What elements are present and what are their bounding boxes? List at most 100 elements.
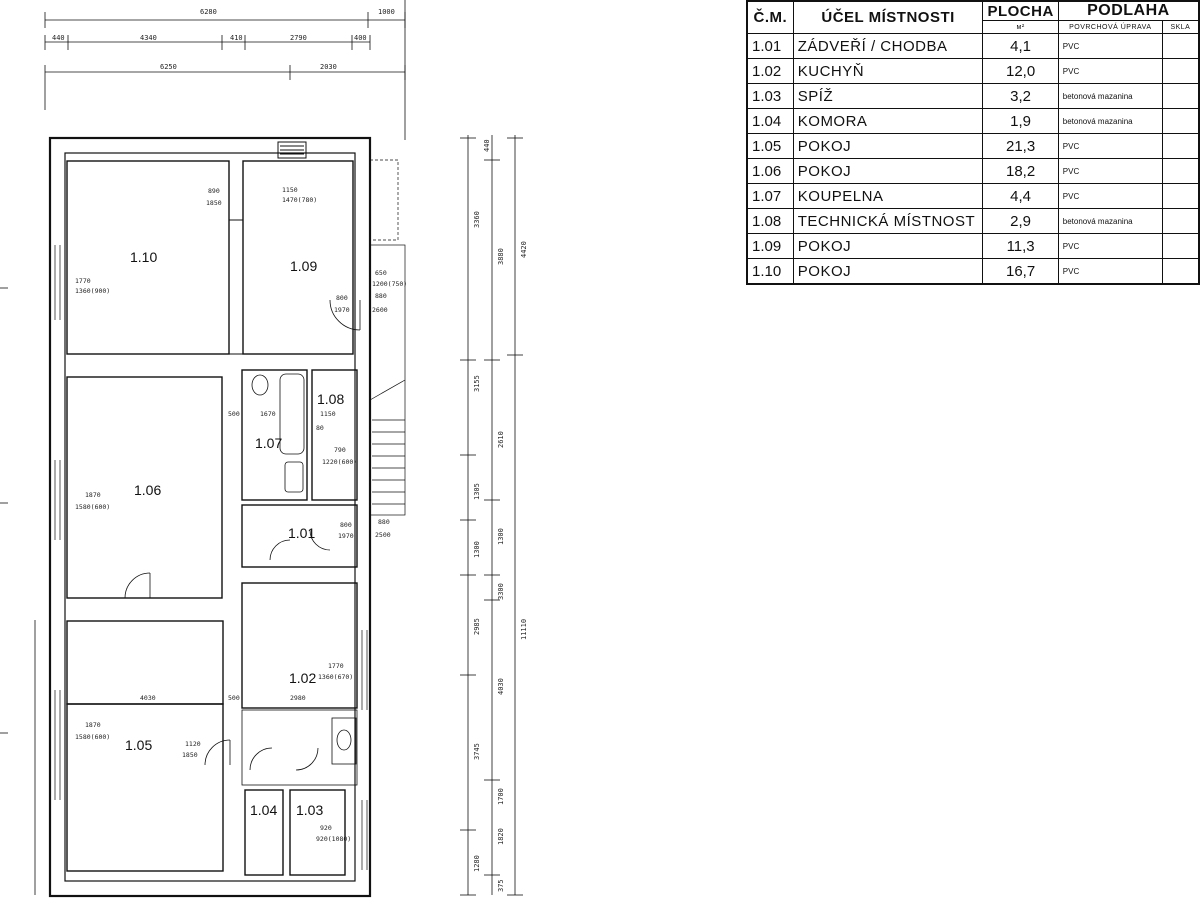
dim-right-inner-4: 1305 — [473, 483, 481, 500]
room-number-cell: 1.03 — [746, 83, 794, 109]
dim-top-2: 1000 — [378, 8, 395, 16]
header-floor-surface: POVRCHOVÁ ÚPRAVA — [1057, 20, 1163, 34]
room-number-cell: 1.02 — [746, 58, 794, 84]
note-106-win-a: 1870 — [85, 491, 101, 499]
room-area-cell: 18,2 — [982, 158, 1059, 184]
dim-mid-5: 400 — [354, 34, 367, 42]
room-composition-cell — [1161, 33, 1200, 59]
room-surface-cell: PVC — [1057, 158, 1163, 184]
room-label-1.09: 1.09 — [290, 258, 317, 274]
chimney-icon — [277, 141, 307, 159]
header-area-unit: м² — [982, 20, 1059, 34]
right-dimension-lines — [460, 135, 523, 896]
interior-walls — [66, 160, 358, 876]
room-name-cell: POKOJ — [792, 258, 984, 285]
dim-right-outer-2: 11110 — [520, 619, 528, 640]
room-area-cell: 4,1 — [982, 33, 1059, 59]
room-name-cell: SPÍŽ — [792, 83, 984, 109]
note-109-win-a: 650 — [375, 269, 387, 277]
note-102-dim-b: 2980 — [290, 694, 306, 702]
room-surface-cell: betonová mazanina — [1057, 208, 1163, 234]
dim-right-mid-1: 3880 — [497, 248, 505, 265]
note-105-win-b: 1580(600) — [75, 733, 110, 741]
room-surface-cell: PVC — [1057, 58, 1163, 84]
room-name-cell: KUCHYŇ — [792, 58, 984, 84]
dim-right-inner-8: 1280 — [473, 855, 481, 872]
room-area-cell: 16,7 — [982, 258, 1059, 285]
note-103-a: 920 — [320, 824, 332, 832]
note-109-win-b: 1200(750) — [372, 280, 407, 288]
left-ticks — [0, 287, 36, 895]
note-101-d-b: 2500 — [375, 531, 391, 539]
room-name-cell: POKOJ — [792, 233, 984, 259]
room-area-cell: 4,4 — [982, 183, 1059, 209]
note-105-dim: 4030 — [140, 694, 156, 702]
note-108-a: 790 — [334, 446, 346, 454]
room-number-cell: 1.08 — [746, 208, 794, 234]
room-composition-cell — [1161, 83, 1200, 109]
room-surface-cell: PVC — [1057, 33, 1163, 59]
dim-right-mid-6: 1700 — [497, 788, 505, 805]
room-area-cell: 11,3 — [982, 233, 1059, 259]
dim-right-inner-7: 3745 — [473, 743, 481, 760]
note-102-win-b: 1360(670) — [318, 673, 353, 681]
room-area-cell: 21,3 — [982, 133, 1059, 159]
dim-right-mid-8: 375 — [497, 879, 505, 892]
room-label-1.04: 1.04 — [250, 802, 277, 818]
room-number-cell: 1.01 — [746, 33, 794, 59]
dim-right-mid-5: 4030 — [497, 678, 505, 695]
right-dimension-texts: 3360 3155 1305 1300 2985 3745 1280 440 3… — [473, 139, 528, 892]
dim-right-mid-7: 1820 — [497, 828, 505, 845]
note-110-win-b: 1360(900) — [75, 287, 110, 295]
door-swings — [124, 299, 361, 771]
room-surface-cell: betonová mazanina — [1057, 108, 1163, 134]
room-surface-cell: PVC — [1057, 183, 1163, 209]
room-composition-cell — [1161, 258, 1200, 285]
room-name-cell: KOMORA — [792, 108, 984, 134]
note-109-door-a: 800 — [336, 294, 348, 302]
room-label-1.07: 1.07 — [255, 435, 282, 451]
room-surface-cell: betonová mazanina — [1057, 83, 1163, 109]
room-area-cell: 12,0 — [982, 58, 1059, 84]
room-number-cell: 1.07 — [746, 183, 794, 209]
dim-mid-1: 440 — [52, 34, 65, 42]
room-number-cell: 1.06 — [746, 158, 794, 184]
room-composition-cell — [1161, 133, 1200, 159]
room-area-cell: 1,9 — [982, 108, 1059, 134]
external-stairs — [369, 159, 406, 516]
note-101-c-a: 800 — [340, 521, 352, 529]
room-name-cell: ZÁDVEŘÍ / CHODBA — [792, 33, 984, 59]
note-101-d-a: 880 — [378, 518, 390, 526]
room-surface-cell: PVC — [1057, 258, 1163, 285]
note-109-door-b: 1970 — [334, 306, 350, 314]
room-area-cell: 2,9 — [982, 208, 1059, 234]
dim-right-mid-3: 1300 — [497, 528, 505, 545]
note-105-top-a: 1120 — [185, 740, 201, 748]
room-label-1.01: 1.01 — [288, 525, 315, 541]
note-107-d: 80 — [316, 424, 324, 432]
note-107-b: 1670 — [260, 410, 276, 418]
dim-right-inner-1: 440 — [483, 139, 491, 152]
dim-top-1: 6280 — [200, 8, 217, 16]
header-room-number: Č.M. — [746, 0, 794, 34]
windows-left — [54, 245, 61, 800]
top-dimension-lines — [44, 0, 406, 140]
note-110-top-a: 890 — [208, 187, 220, 195]
note-101-c-b: 1970 — [338, 532, 354, 540]
room-area-cell: 3,2 — [982, 83, 1059, 109]
note-110-top-b: 1850 — [206, 199, 222, 207]
note-110-win-a: 1770 — [75, 277, 91, 285]
room-number-cell: 1.10 — [746, 258, 794, 285]
room-composition-cell — [1161, 233, 1200, 259]
room-composition-cell — [1161, 108, 1200, 134]
bathroom-fixtures — [251, 373, 305, 493]
room-label-1.05: 1.05 — [125, 737, 152, 753]
outer-walls — [48, 136, 372, 898]
room-number-cell: 1.04 — [746, 108, 794, 134]
